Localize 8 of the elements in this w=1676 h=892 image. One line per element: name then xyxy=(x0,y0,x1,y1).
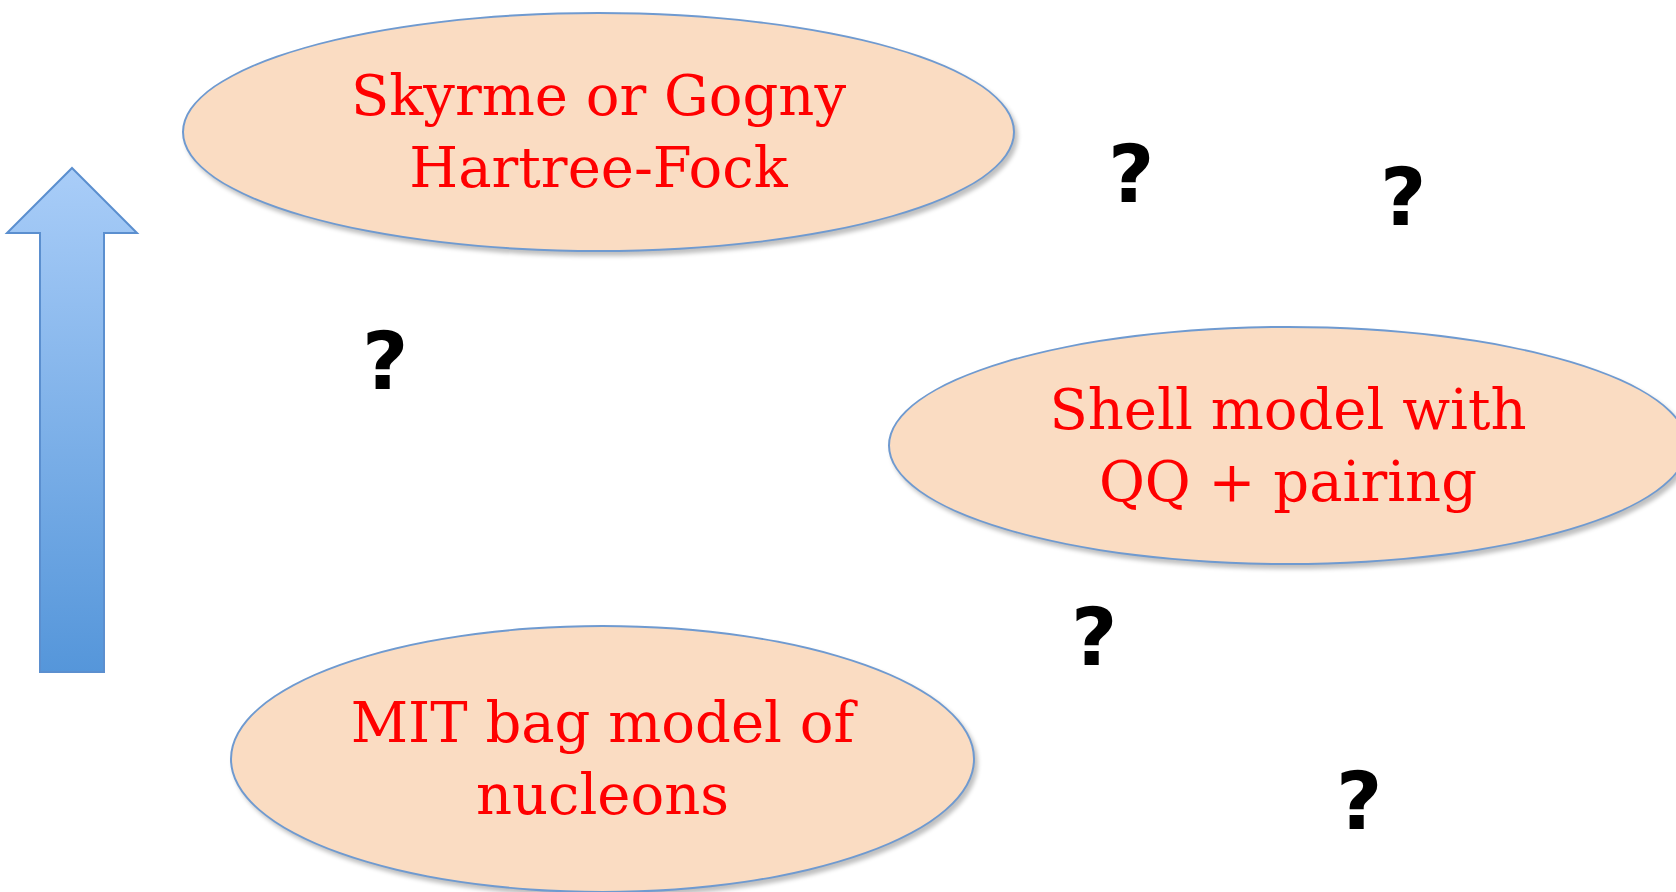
model-label: Skyrme or Gogny Hartree-Fock xyxy=(350,62,847,202)
question-mark: ? xyxy=(362,322,409,402)
question-mark: ? xyxy=(1336,762,1383,842)
question-mark: ? xyxy=(1108,135,1155,215)
question-mark: ? xyxy=(1071,598,1118,678)
model-label: Shell model with QQ + pairing xyxy=(1048,375,1528,516)
question-mark: ? xyxy=(1380,158,1427,238)
model-label: MIT bag model of nucleons xyxy=(322,687,883,831)
